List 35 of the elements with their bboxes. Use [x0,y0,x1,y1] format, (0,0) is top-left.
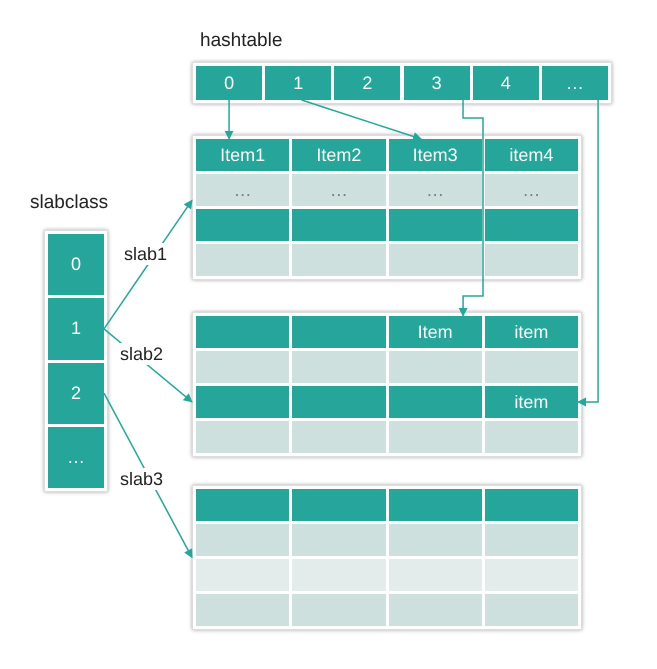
table-cell: 0 [196,66,262,100]
table-cell: … [48,426,104,488]
arrow [224,100,234,140]
table-cell: 1 [48,298,104,360]
slab-table [192,135,582,280]
table-group [30,192,108,492]
table-cell: 1 [265,66,332,100]
slab-table [192,485,582,630]
table-cell: Item [388,316,482,348]
table-cell: … [484,174,578,206]
table-cell: item [484,386,578,418]
table-cell: 4 [472,66,539,100]
edge-label: slab2 [118,343,166,365]
table-group [192,30,612,104]
edge-label: slab3 [118,468,166,490]
slab-table [192,312,582,457]
table-heading: slabclass [30,192,108,214]
table-cell: Item1 [196,139,290,171]
table-cell: … [542,66,608,100]
arrow [577,100,599,406]
arrow [458,100,484,317]
edge-label: slab1 [122,243,170,265]
table-cell: item [484,316,578,348]
table-cell: … [388,174,482,206]
table-cell: … [196,174,290,206]
table-cell: Item3 [388,139,482,171]
table-cell: item4 [484,139,578,171]
arrow [301,99,422,141]
table-cell: Item2 [292,139,386,171]
table-cell: 0 [48,234,104,296]
table-cell: 2 [334,66,400,100]
table-cell: … [292,174,386,206]
table-cell: 2 [48,362,104,424]
table-cell: 3 [404,66,470,100]
table-heading: hashtable [200,30,282,52]
